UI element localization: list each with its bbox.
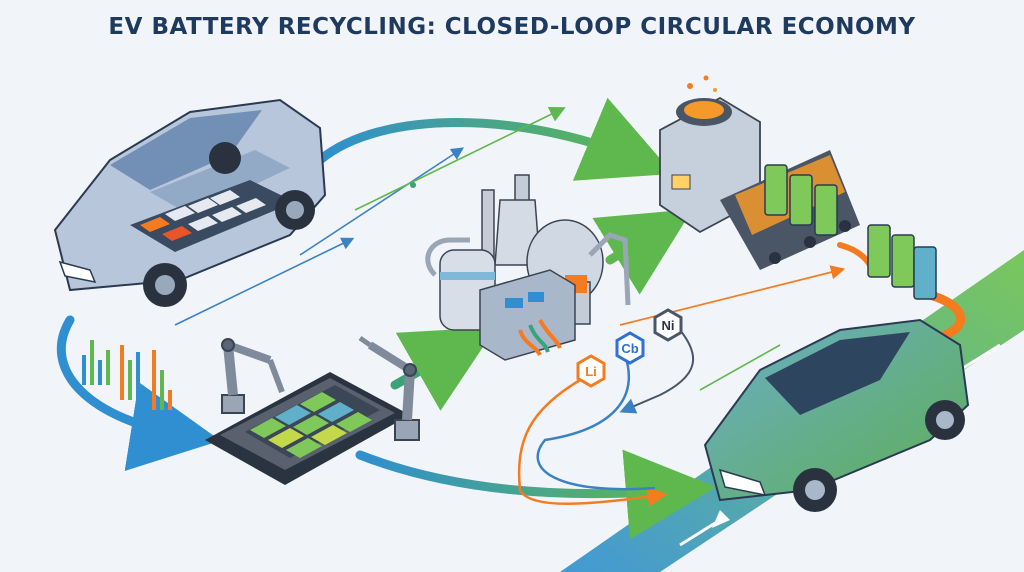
material-chip-li: Li [576, 354, 606, 388]
material-chip-cb: Cb [615, 331, 645, 365]
robot-arm-icon [358, 335, 420, 441]
material-line-cb [536, 354, 656, 491]
new-ev-car [703, 318, 970, 512]
material-chip-label: Li [585, 364, 597, 379]
flow-arrow-old-car-to-smelter [315, 97, 674, 181]
robot-arm-icon [221, 338, 285, 414]
material-chip-label: Cb [621, 341, 638, 356]
disassembly-station [205, 335, 420, 485]
diagram-title: EV BATTERY RECYCLING: CLOSED-LOOP CIRCUL… [108, 14, 916, 40]
flow-arrow-refinery-to-smelter [592, 209, 693, 295]
thin-line-left [174, 237, 355, 326]
flow-arrow-conveyor-to-cells [837, 242, 875, 273]
thin-line-top-1 [299, 147, 465, 256]
battery-cell-icon [764, 164, 937, 300]
material-chip-label: Ni [662, 318, 675, 333]
material-chip-badge [653, 308, 683, 342]
material-chips: Li Cb Ni [576, 308, 683, 388]
bar-chart-icon [82, 340, 172, 410]
thin-line-right [699, 344, 781, 391]
thin-line-refinery-to-smelter [619, 265, 846, 326]
material-chip-ni: Ni [653, 308, 683, 342]
material-line-li [517, 378, 668, 507]
refinery-icon [425, 174, 631, 361]
battery-pack-icon [130, 180, 295, 252]
material-chip-badge [576, 354, 606, 388]
battery-module-icon [245, 385, 380, 458]
flow-arrow-cells-to-new-car [925, 290, 966, 340]
material-chip-badge [615, 331, 645, 365]
material-line-ni [619, 329, 695, 414]
end-of-life-ev-car [53, 98, 327, 307]
flow-arrows [56, 97, 966, 540]
thin-line-top-2 [354, 107, 566, 211]
flow-arrow-old-car-to-disassembly [56, 315, 221, 472]
flow-arrow-disassembly-to-new-car [355, 449, 716, 540]
